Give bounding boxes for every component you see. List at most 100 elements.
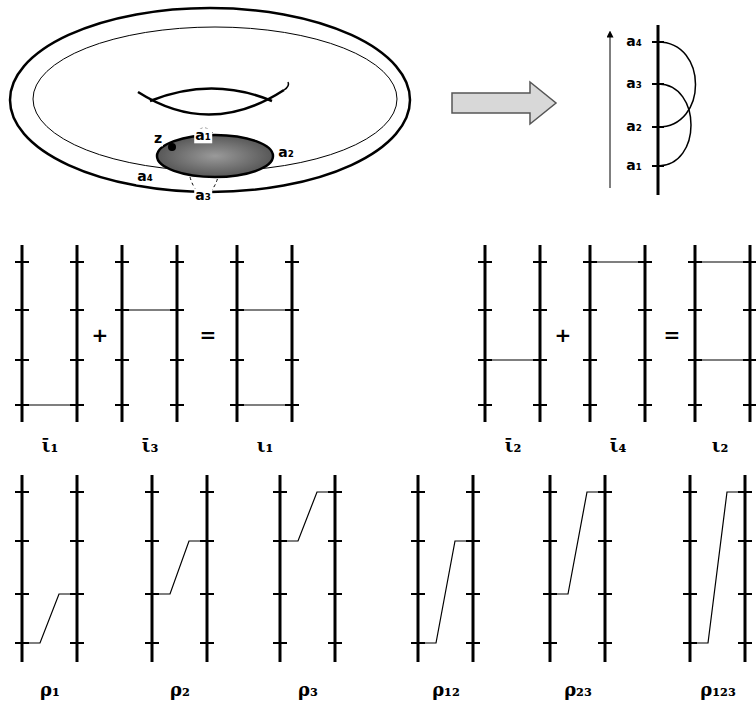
strand-line — [206, 475, 209, 662]
tick-mark — [70, 309, 84, 311]
tick-mark — [230, 359, 244, 361]
generator-label: ῑ₂ — [504, 436, 523, 456]
generator-label: ρ₁₂ — [431, 680, 461, 700]
strand-line — [539, 245, 542, 422]
strand-line — [749, 245, 752, 422]
chord — [237, 309, 292, 310]
tick-mark — [15, 491, 29, 493]
tick-mark — [688, 404, 702, 406]
strand-line — [76, 475, 79, 662]
point-label: a₄ — [136, 169, 154, 184]
tick-mark — [411, 491, 425, 493]
tick-mark — [743, 309, 756, 311]
tick-mark — [543, 540, 557, 542]
strand-line — [549, 475, 552, 662]
strand-line — [21, 475, 24, 662]
tick-mark — [200, 593, 214, 595]
chord — [122, 309, 177, 310]
tick-mark — [688, 309, 702, 311]
strand-chord — [550, 492, 605, 594]
tick-mark — [273, 642, 287, 644]
tick-mark — [598, 593, 612, 595]
tick-mark — [738, 540, 752, 542]
strand-line — [689, 475, 692, 662]
tick-mark — [411, 593, 425, 595]
strand-line — [472, 475, 475, 662]
tick-mark — [743, 404, 756, 406]
tick-mark — [70, 491, 84, 493]
tick-mark — [15, 359, 29, 361]
tick-mark — [598, 642, 612, 644]
tick-mark — [115, 404, 129, 406]
tick-mark — [70, 642, 84, 644]
tick-mark — [115, 359, 129, 361]
strand-diagrams — [15, 245, 756, 662]
strand-line — [417, 475, 420, 662]
tick-mark — [638, 359, 652, 361]
point-label: a₂ — [277, 145, 295, 160]
strand-line — [236, 245, 239, 422]
tick-mark — [145, 491, 159, 493]
point-label: z — [153, 131, 163, 146]
tick-mark — [738, 642, 752, 644]
strand-line — [589, 245, 592, 422]
tick-mark — [638, 309, 652, 311]
tick-mark — [170, 261, 184, 263]
tick-mark — [543, 491, 557, 493]
tick-mark — [466, 593, 480, 595]
strand-line — [334, 475, 337, 662]
generator-label: ι₂ — [711, 436, 730, 456]
operator-sign: = — [663, 324, 682, 346]
tick-mark — [273, 491, 287, 493]
tick-mark — [70, 540, 84, 542]
strand-chord — [418, 541, 473, 643]
tick-mark — [115, 261, 129, 263]
tick-mark — [583, 359, 597, 361]
strand-line — [121, 245, 124, 422]
tick-mark — [15, 309, 29, 311]
tick-mark — [70, 261, 84, 263]
tick-mark — [683, 491, 697, 493]
operator-sign: + — [554, 324, 573, 346]
chord — [485, 359, 540, 360]
tick-mark — [328, 642, 342, 644]
strand-line — [694, 245, 697, 422]
tick-mark — [15, 593, 29, 595]
chord — [590, 261, 645, 262]
generator-label: ρ₁ — [39, 680, 61, 700]
tick-mark — [583, 309, 597, 311]
tick-mark — [478, 404, 492, 406]
tick-mark — [273, 593, 287, 595]
tick-mark — [683, 593, 697, 595]
tick-mark — [70, 359, 84, 361]
tick-mark — [230, 261, 244, 263]
chord — [22, 404, 77, 405]
strand-line — [176, 245, 179, 422]
generator-label: ρ₂ — [169, 680, 191, 700]
tick-mark — [598, 540, 612, 542]
tick-mark — [533, 309, 547, 311]
tick-mark — [328, 540, 342, 542]
tick-mark — [285, 359, 299, 361]
tick-mark — [285, 261, 299, 263]
tick-mark — [466, 491, 480, 493]
generator-label: ρ₂₃ — [563, 680, 593, 700]
strand-line — [644, 245, 647, 422]
tick-mark — [533, 404, 547, 406]
strand-line — [21, 245, 24, 422]
tick-mark — [411, 540, 425, 542]
generator-label: ρ₃ — [297, 680, 319, 700]
strand-line — [604, 475, 607, 662]
point-label: a₁ — [625, 158, 643, 173]
torus — [10, 8, 410, 194]
tick-mark — [683, 540, 697, 542]
chord — [695, 261, 750, 262]
strand-line — [76, 245, 79, 422]
strand-line — [291, 245, 294, 422]
tick-mark — [543, 642, 557, 644]
strand-line — [744, 475, 747, 662]
point-label: a₃ — [194, 188, 212, 203]
